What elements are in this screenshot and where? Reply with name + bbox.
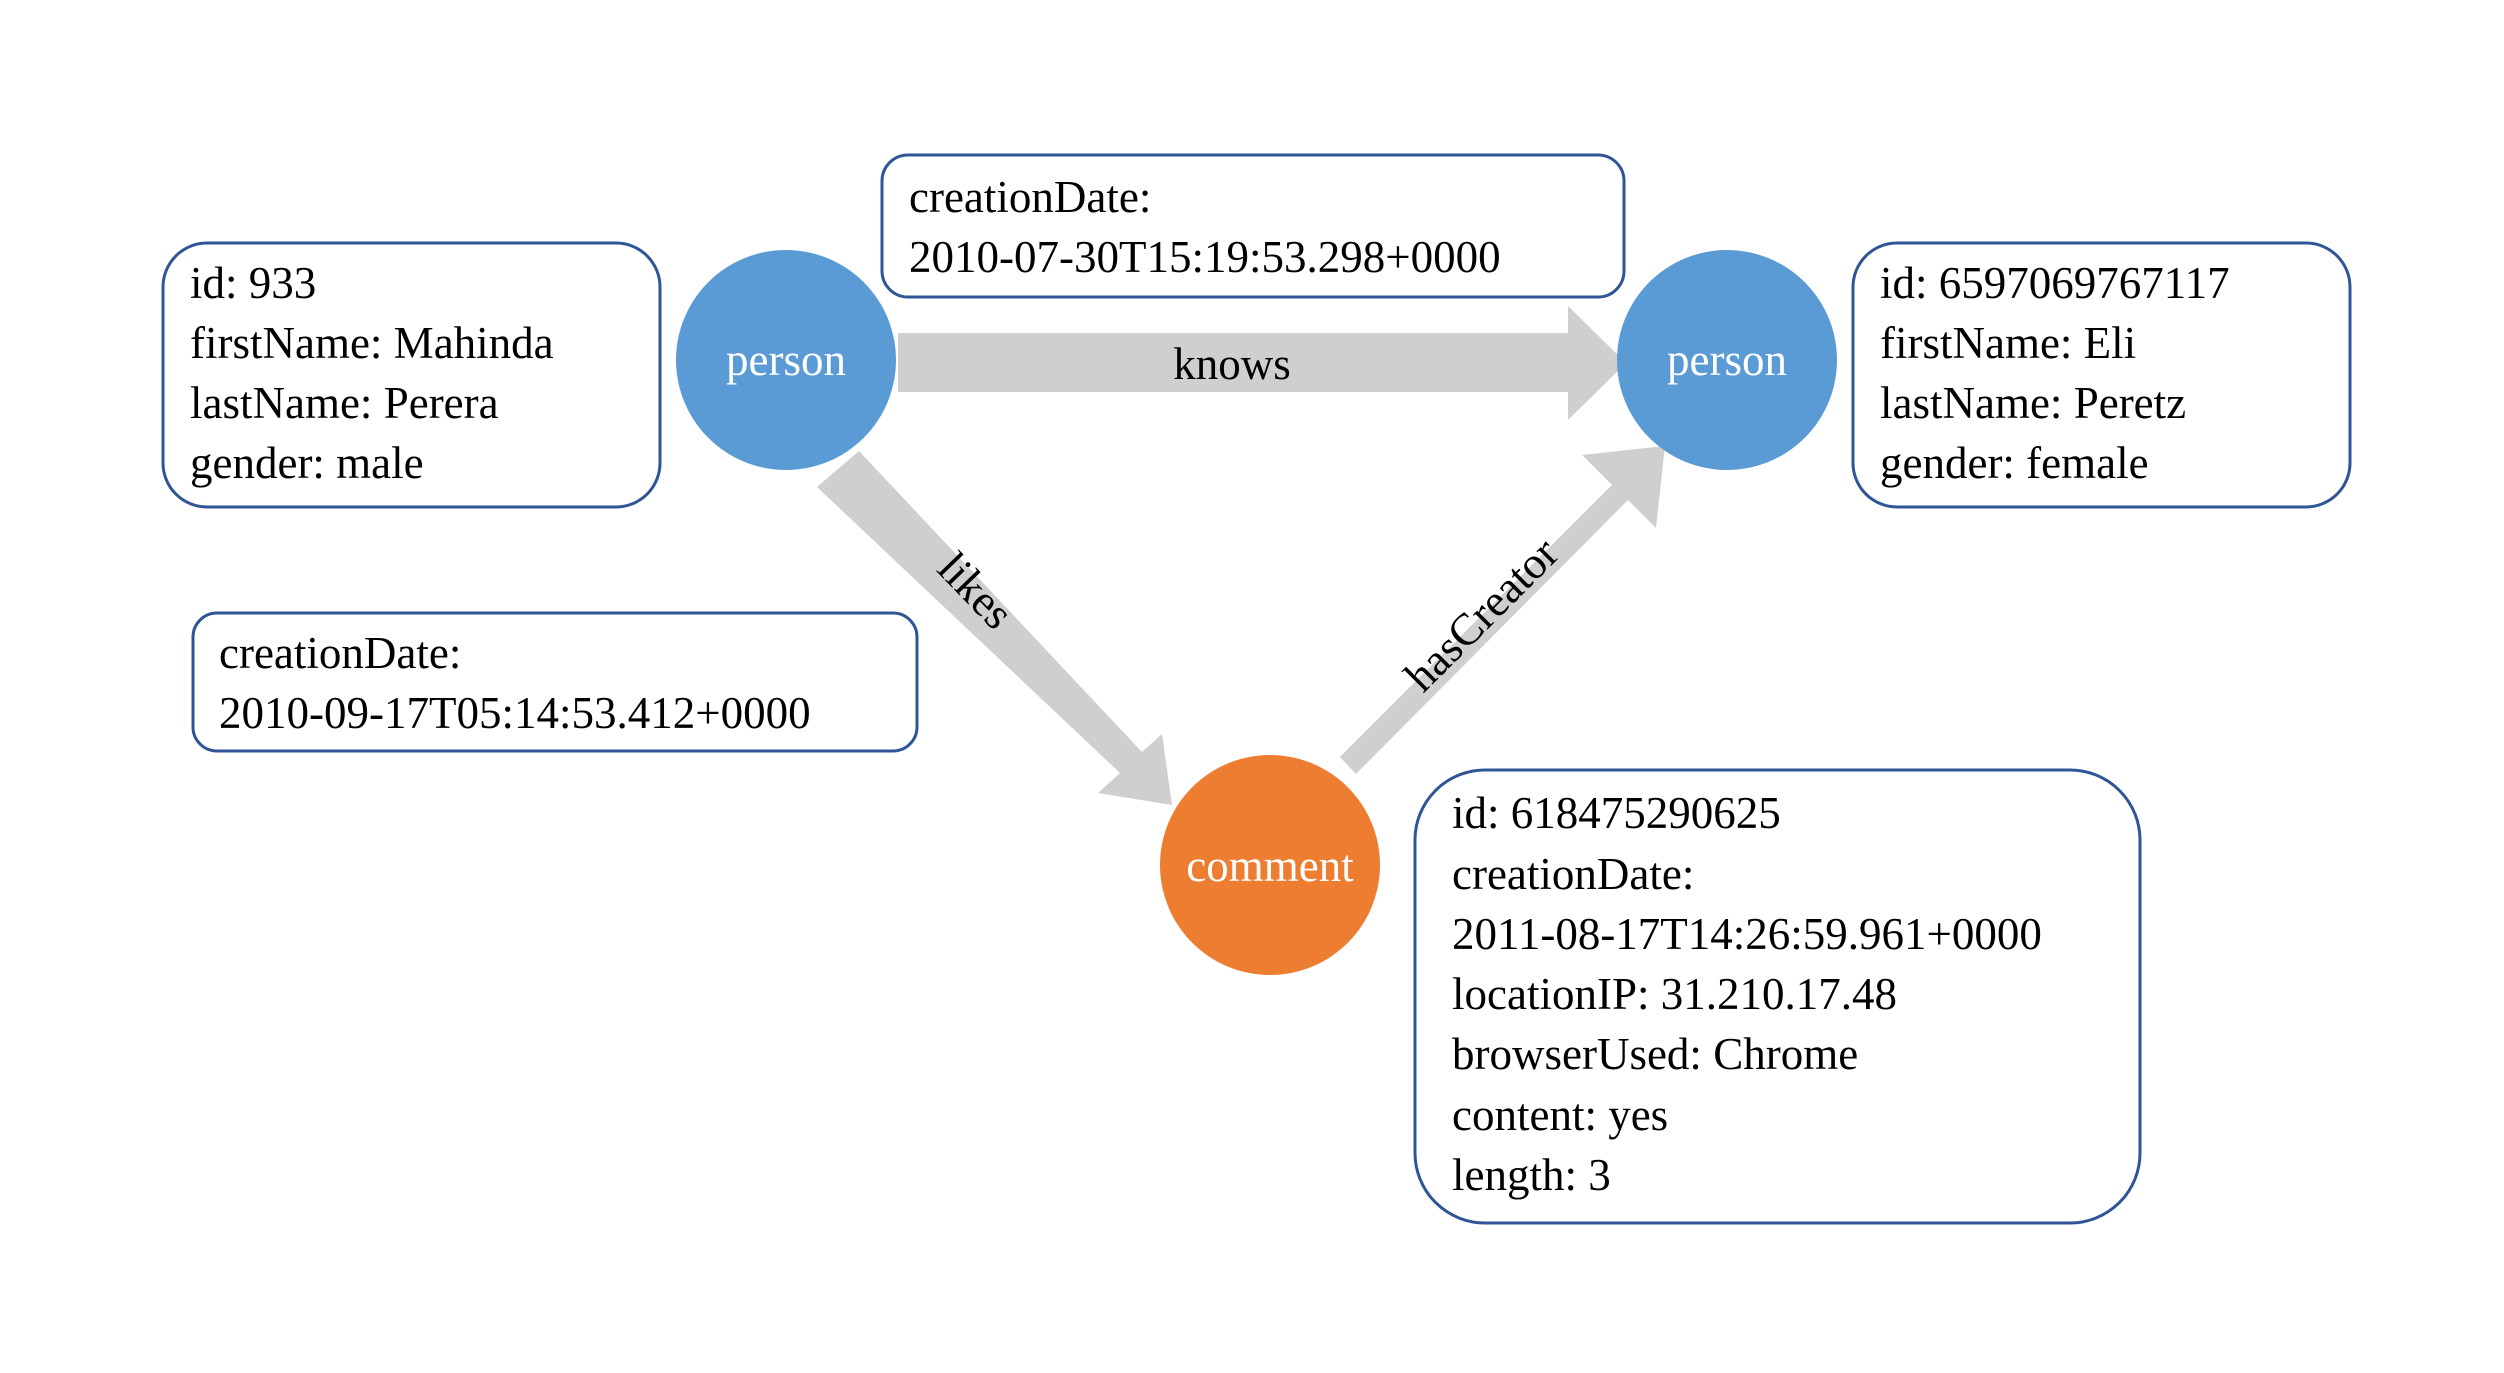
- has-creator-label: hasCreator: [1395, 528, 1568, 701]
- likes-creation-date-key: creationDate:: [219, 628, 461, 678]
- knows-label: knows: [1173, 339, 1291, 389]
- person-left-circle: [676, 250, 896, 470]
- person-right-id: id: 6597069767117: [1880, 258, 2230, 308]
- person-left-label: person: [726, 335, 846, 385]
- person-left-id: id: 933: [190, 258, 316, 308]
- person-left-first-name: firstName: Mahinda: [190, 318, 554, 368]
- edge-has-creator: hasCreator: [1340, 446, 1665, 774]
- has-creator-arrow: [1340, 446, 1665, 774]
- comment-label: comment: [1186, 841, 1354, 891]
- person-right-circle: [1617, 250, 1837, 470]
- comment-creation-date-key: creationDate:: [1452, 849, 1694, 899]
- person-left-properties: id: 933 firstName: Mahinda lastName: Per…: [161, 241, 662, 509]
- person-right-properties: id: 6597069767117 firstName: Eli lastNam…: [1851, 241, 2352, 509]
- person-right-first-name: firstName: Eli: [1880, 318, 2136, 368]
- comment-length: length: 3: [1452, 1150, 1611, 1200]
- knows-properties-box: [880, 153, 1626, 299]
- person-right-label: person: [1667, 335, 1787, 385]
- likes-arrow: [817, 451, 1172, 805]
- node-person-left: person: [676, 250, 896, 470]
- knows-creation-date-value: 2010-07-30T15:19:53.298+0000: [909, 232, 1501, 282]
- comment-creation-date-value: 2011-08-17T14:26:59.961+0000: [1452, 909, 2042, 959]
- person-right-properties-box: [1851, 241, 2352, 509]
- person-left-gender: gender: male: [190, 438, 424, 488]
- comment-browser-used: browserUsed: Chrome: [1452, 1029, 1858, 1079]
- knows-creation-date-key: creationDate:: [909, 172, 1151, 222]
- person-left-last-name: lastName: Perera: [190, 378, 499, 428]
- edge-likes: likes: [817, 451, 1172, 805]
- comment-id: id: 618475290625: [1452, 788, 1781, 838]
- comment-circle: [1160, 755, 1380, 975]
- comment-location-ip: locationIP: 31.210.17.48: [1452, 969, 1897, 1019]
- person-right-last-name: lastName: Peretz: [1880, 378, 2186, 428]
- likes-properties: creationDate: 2010-09-17T05:14:53.412+00…: [191, 611, 919, 753]
- person-right-gender: gender: female: [1880, 438, 2149, 488]
- comment-properties: id: 618475290625 creationDate: 2011-08-1…: [1413, 768, 2142, 1225]
- knows-properties: creationDate: 2010-07-30T15:19:53.298+00…: [880, 153, 1626, 299]
- edge-knows: knows: [898, 306, 1626, 420]
- node-comment: comment: [1160, 755, 1380, 975]
- comment-content: content: yes: [1452, 1090, 1668, 1140]
- knows-arrow: [898, 306, 1626, 420]
- comment-properties-box: [1413, 768, 2142, 1225]
- node-person-right: person: [1617, 250, 1837, 470]
- likes-properties-box: [191, 611, 919, 753]
- person-left-properties-box: [161, 241, 662, 509]
- likes-creation-date-value: 2010-09-17T05:14:53.412+0000: [219, 688, 811, 738]
